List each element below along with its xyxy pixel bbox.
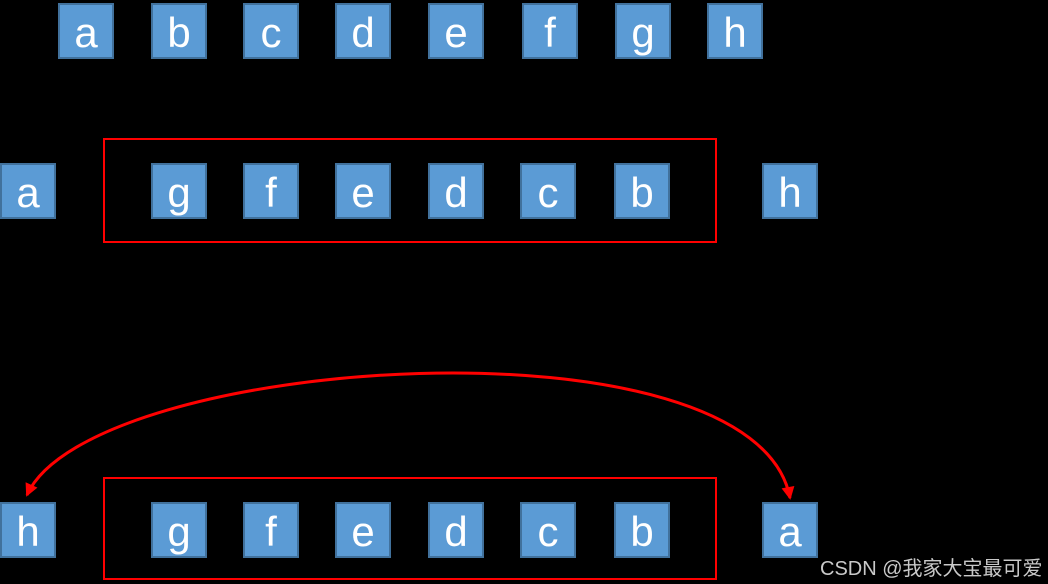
- array-cell: h: [0, 502, 56, 558]
- cell-letter: e: [444, 9, 468, 56]
- array-cell: d: [428, 163, 484, 219]
- array-cell: f: [522, 3, 578, 59]
- reversed-section-outline: [103, 138, 717, 243]
- array-cell: e: [428, 3, 484, 59]
- array-cell: c: [520, 163, 576, 219]
- cell-letter: f: [265, 169, 277, 216]
- array-cell: a: [58, 3, 114, 59]
- array-cell: d: [428, 502, 484, 558]
- cell-letter: c: [260, 9, 282, 56]
- cell-letter: d: [351, 9, 375, 56]
- array-cell: d: [335, 3, 391, 59]
- cell-letter: h: [778, 169, 802, 216]
- cell-letter: b: [630, 508, 654, 555]
- array-cell: b: [614, 502, 670, 558]
- array-cell: c: [520, 502, 576, 558]
- cell-letter: g: [631, 9, 655, 56]
- cell-letter: b: [630, 169, 654, 216]
- cell-letter: g: [167, 508, 191, 555]
- cell-letter: c: [537, 508, 559, 555]
- array-cell: g: [151, 163, 207, 219]
- array-cell: h: [707, 3, 763, 59]
- array-cell: b: [614, 163, 670, 219]
- array-cell: g: [615, 3, 671, 59]
- cell-letter: f: [265, 508, 277, 555]
- cell-letter: f: [544, 9, 556, 56]
- cell-letter: a: [74, 9, 98, 56]
- cell-letter: h: [723, 9, 747, 56]
- array-cell: h: [762, 163, 818, 219]
- cell-letter: c: [537, 169, 559, 216]
- cell-letter: d: [444, 508, 468, 555]
- cell-letter: h: [16, 508, 40, 555]
- array-cell: f: [243, 502, 299, 558]
- cell-letter: d: [444, 169, 468, 216]
- array-cell: c: [243, 3, 299, 59]
- cell-letter: a: [778, 508, 802, 555]
- array-cell: a: [762, 502, 818, 558]
- cell-letter: a: [16, 169, 40, 216]
- cell-letter: e: [351, 508, 375, 555]
- cell-letter: g: [167, 169, 191, 216]
- array-cell: e: [335, 502, 391, 558]
- array-cell: a: [0, 163, 56, 219]
- array-cell: b: [151, 3, 207, 59]
- watermark: CSDN @我家大宝最可爱: [820, 558, 1043, 580]
- array-cell: e: [335, 163, 391, 219]
- cell-letter: e: [351, 169, 375, 216]
- array-cell: f: [243, 163, 299, 219]
- cell-letter: b: [167, 9, 191, 56]
- array-cell: g: [151, 502, 207, 558]
